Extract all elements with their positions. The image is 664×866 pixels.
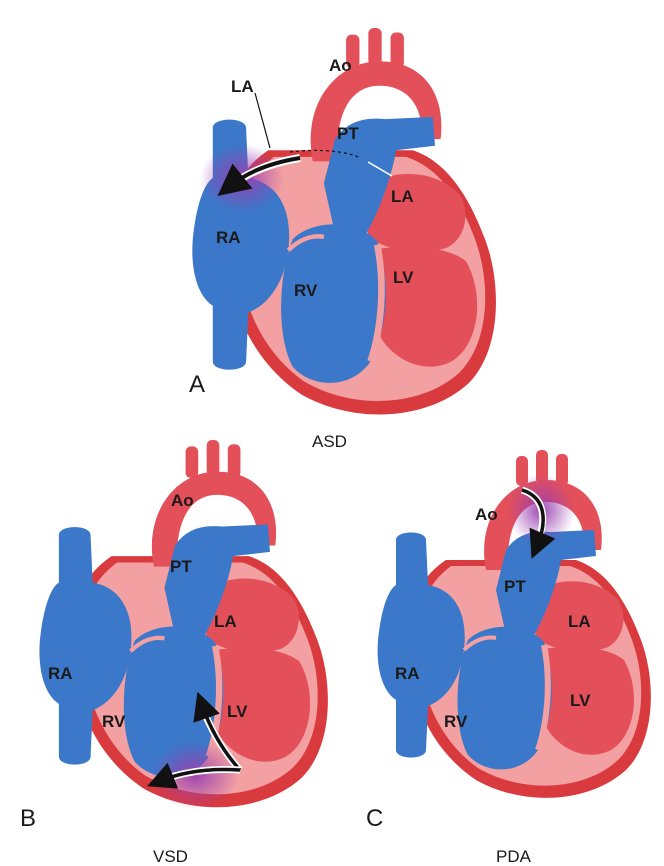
label-pt: PT [504,577,526,596]
label-la: LA [568,612,591,631]
label-rv: RV [102,712,126,731]
label-rv: RV [294,281,318,300]
label-lv: LV [393,268,414,287]
caption-pda: PDA [496,847,532,866]
panel-c: Ao PT LA RA RV LV C PDA [366,450,651,866]
la-pointer-line [255,93,270,148]
label-ra: RA [216,228,241,247]
label-pt: PT [170,557,192,576]
panel-letter-a: A [189,371,205,398]
panel-letter-b: B [20,805,36,832]
label-ra: RA [48,664,73,683]
label-la-top: LA [231,77,254,96]
caption-vsd: VSD [153,847,188,866]
label-lv: LV [570,691,591,710]
label-pt: PT [337,124,359,143]
label-ao: Ao [171,491,194,510]
label-ra: RA [395,664,420,683]
label-ao: Ao [329,56,352,75]
label-lv: LV [227,702,248,721]
label-ao: Ao [475,505,498,524]
label-la: LA [214,612,237,631]
label-la: LA [391,187,414,206]
caption-asd: ASD [312,432,347,451]
panel-letter-c: C [366,805,383,832]
panel-b: Ao PT LA RA RV LV B VSD [20,440,328,866]
panel-a: Ao PT LA LA RA RV LV A ASD [189,28,496,451]
label-rv: RV [444,712,468,731]
